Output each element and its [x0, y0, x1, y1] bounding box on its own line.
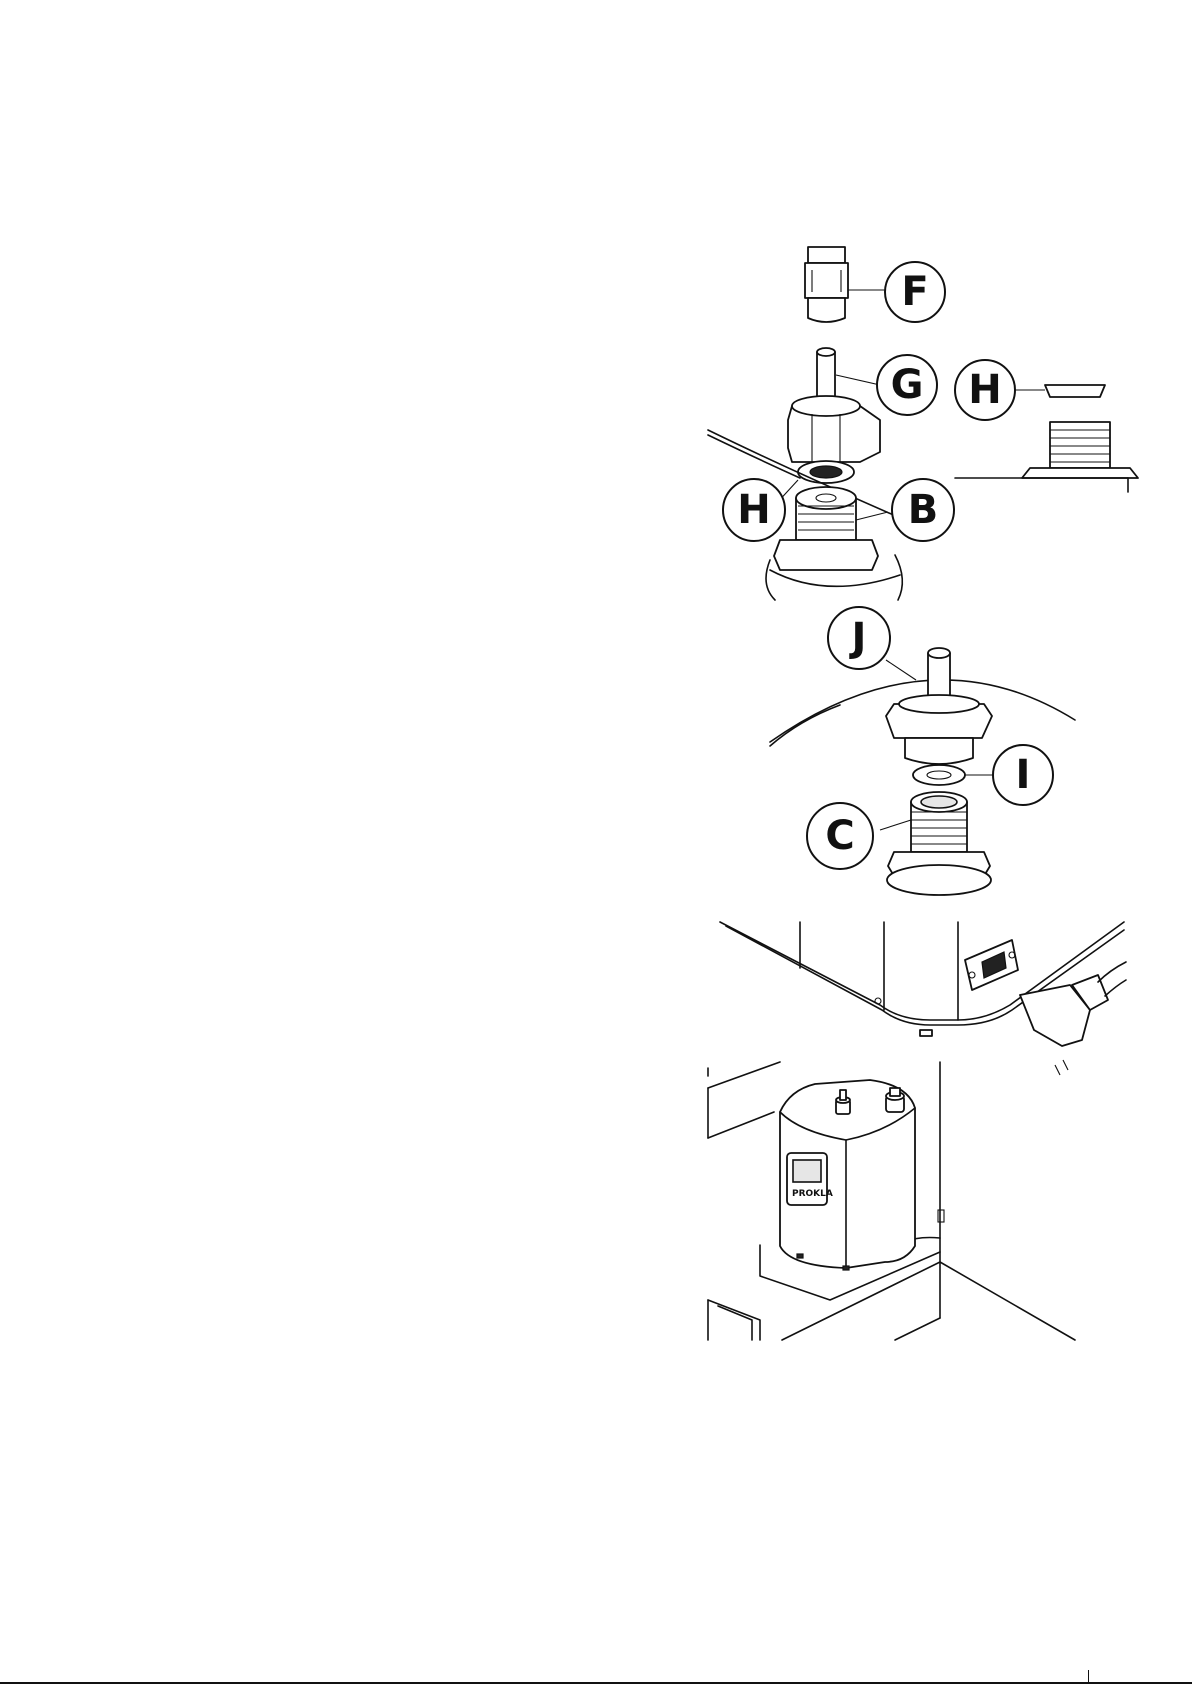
callout-i: I [993, 745, 1053, 805]
compression-fitting [788, 348, 880, 462]
callout-c: C [807, 803, 873, 869]
callout-g-label: G [891, 362, 924, 408]
boiler-brand: PROKLA [792, 1189, 833, 1199]
callout-c-label: C [825, 813, 854, 859]
nut-j [886, 648, 992, 764]
bulkhead-c [887, 792, 991, 895]
washer-i [913, 765, 965, 785]
callout-f: F [885, 262, 945, 322]
callout-j: J [828, 607, 890, 669]
callout-h-detail-label: H [968, 367, 1001, 413]
power-inlet [965, 940, 1018, 990]
callout-g: G [877, 355, 937, 415]
callout-h: H [723, 479, 785, 541]
callout-h-detail: H [955, 360, 1015, 420]
callout-j-label: J [849, 615, 867, 661]
washer-h [798, 461, 854, 483]
callout-b-label: B [908, 487, 939, 533]
callout-h-label: H [737, 487, 770, 533]
boiler-tank: PROKLA [780, 1080, 915, 1270]
figure-power-socket [720, 922, 1126, 1075]
power-plug [1020, 962, 1126, 1046]
figure-boiler-in-cabinet: PROKLA [708, 1062, 1075, 1340]
callout-i-label: I [1016, 752, 1031, 798]
callout-f-label: F [901, 269, 928, 315]
footer-rule [0, 1682, 1192, 1684]
push-fit-connector [805, 247, 848, 322]
callout-b: B [892, 479, 954, 541]
footer-tick [1088, 1670, 1089, 1682]
